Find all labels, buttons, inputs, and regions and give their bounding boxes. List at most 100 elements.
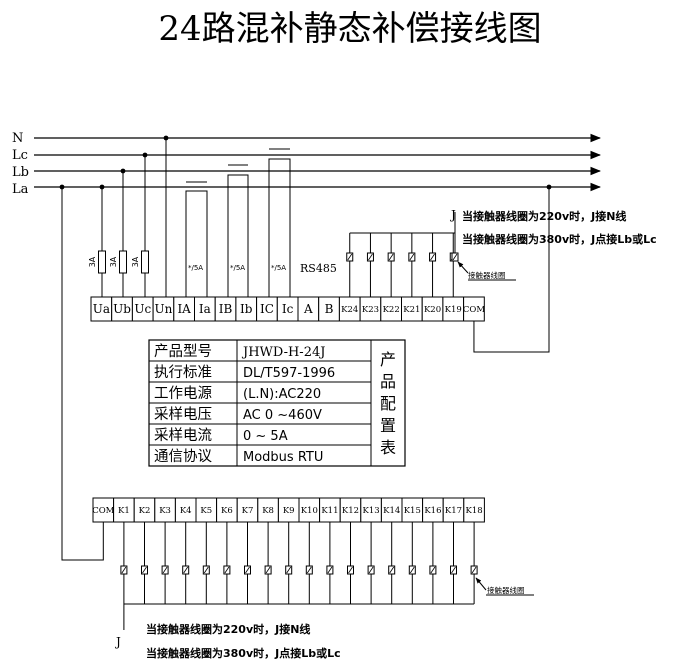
config-value: JHWD-H-24J: [241, 345, 325, 360]
ct-label: */5A: [230, 264, 245, 272]
terminal-k17: K17: [442, 497, 465, 523]
config-label: 采样电压: [154, 406, 212, 423]
terminal-k19: K19: [442, 296, 465, 322]
rs485-label: RS485: [300, 262, 337, 275]
terminal-label: K24: [341, 305, 358, 315]
junction-dot: [59, 184, 65, 190]
svg-text:置: 置: [380, 416, 396, 435]
top-j-label: J: [449, 208, 456, 222]
svg-text:配: 配: [380, 394, 396, 413]
terminal-label: K9: [283, 506, 295, 516]
terminal-k20: K20: [421, 296, 444, 322]
fuse-uc: [141, 250, 149, 274]
fuse-label: 3A: [131, 256, 140, 267]
terminal-k5: K5: [195, 497, 218, 523]
terminal-label: K8: [262, 506, 274, 516]
terminal-label: Un: [155, 302, 173, 316]
bus-label-lc: Lc: [12, 148, 28, 163]
svg-text:品: 品: [380, 372, 396, 391]
terminal-label: K12: [342, 506, 359, 516]
terminal-k4: K4: [174, 497, 197, 523]
bottom-note-220v: 当接触器线圈为220v时，J接N线: [146, 622, 310, 636]
terminal-label: B: [325, 302, 334, 316]
terminal-label: K14: [383, 506, 400, 516]
terminal-k21: K21: [401, 296, 423, 322]
bus-label-lb: Lb: [12, 165, 29, 180]
voltage-wiring: [98, 138, 167, 297]
terminal-k18: K18: [463, 497, 485, 523]
terminal-label: K15: [404, 506, 421, 516]
bottom-j-label: J: [114, 635, 121, 649]
terminal-ib: IB: [214, 296, 237, 322]
fuse-label: 3A: [109, 256, 118, 267]
bottom-note-380v: 当接触器线圈为380v时，J点接Lb或Lc: [146, 646, 341, 660]
terminal-label: IB: [219, 302, 233, 316]
terminal-un: Un: [152, 296, 175, 322]
terminal-ia: IA: [173, 296, 196, 322]
ct-label: */5A: [271, 264, 286, 272]
terminal-label: K13: [363, 506, 380, 516]
terminal-a: A: [297, 296, 320, 322]
terminal-label: IC: [260, 302, 274, 316]
junction-dot: [546, 184, 552, 190]
bottom-relay-wiring: [59, 184, 534, 630]
config-label: 产品型号: [154, 343, 212, 360]
config-value: Modbus RTU: [243, 450, 323, 465]
terminal-label: COM: [92, 506, 114, 516]
terminal-b: B: [318, 296, 340, 322]
terminal-k14: K14: [380, 497, 403, 523]
terminal-k8: K8: [257, 497, 279, 523]
config-value: DL/T597-1996: [243, 366, 335, 381]
terminal-k10: K10: [298, 497, 321, 523]
config-value: (L.N):AC220: [243, 387, 321, 402]
ct-label: */5A: [188, 264, 203, 272]
bus-label-n: N: [12, 131, 23, 146]
terminal-label: Ub: [113, 302, 131, 316]
terminal-k11: K11: [319, 497, 341, 523]
terminal-label: Ua: [93, 302, 110, 316]
terminal-label: Ia: [199, 302, 211, 316]
terminal-k13: K13: [360, 497, 382, 523]
terminal-ic: Ic: [276, 296, 299, 322]
terminal-label: K5: [200, 506, 212, 516]
terminal-k23: K23: [359, 296, 382, 322]
fuse-ub: [119, 250, 127, 274]
diagram-title: 24路混补静态补偿接线图: [158, 9, 541, 49]
terminal-label: COM: [463, 305, 485, 315]
bottom-coil-label: 接触器线圈: [487, 585, 525, 595]
top-note-380v: 当接触器线圈为380v时，J点接Lb或Lc: [462, 232, 657, 246]
terminal-label: K20: [424, 305, 441, 315]
config-label: 通信协议: [154, 448, 212, 465]
terminal-label: Ic: [282, 302, 294, 316]
terminal-com: COM: [463, 296, 485, 322]
config-label: 采样电流: [154, 427, 212, 444]
terminal-k9: K9: [277, 497, 300, 523]
svg-text:产: 产: [380, 350, 396, 369]
terminal-ib: Ib: [235, 296, 258, 322]
config-value: 0 ~ 5A: [243, 429, 288, 444]
terminal-k2: K2: [133, 497, 156, 523]
current-transformer-wiring: [185, 148, 291, 297]
terminal-label: K6: [221, 506, 233, 516]
terminal-label: K4: [180, 506, 192, 516]
terminal-label: K11: [321, 506, 338, 516]
config-label: 工作电源: [154, 385, 212, 402]
fuse-label: 3A: [88, 256, 97, 267]
terminal-label: Ib: [240, 302, 253, 316]
terminal-k1: K1: [113, 497, 135, 523]
terminal-label: K10: [301, 506, 318, 516]
bus-label-la: La: [12, 182, 29, 197]
config-value: AC 0 ~460V: [243, 408, 322, 423]
terminal-com: COM: [92, 497, 115, 523]
terminal-label: IA: [177, 302, 191, 316]
junction-dots: [99, 135, 169, 190]
svg-text:表: 表: [380, 438, 396, 457]
terminal-k22: K22: [380, 296, 402, 322]
terminal-label: A: [303, 302, 313, 316]
terminal-uc: Uc: [131, 296, 154, 322]
terminal-label: K21: [403, 305, 420, 315]
top-coil-label: 接触器线圈: [468, 270, 506, 280]
